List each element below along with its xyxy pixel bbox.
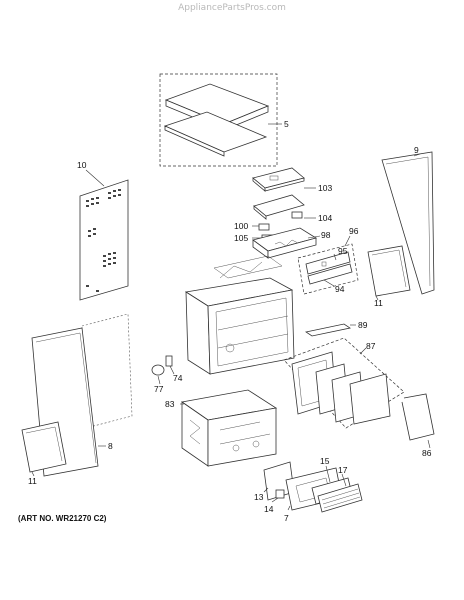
callout-15: 15 [320, 456, 330, 466]
part-87-door-assembly[interactable] [283, 337, 405, 429]
callout-17: 17 [338, 465, 348, 475]
callout-14: 14 [264, 504, 274, 514]
callout-95: 95 [338, 246, 348, 256]
part-74-clip[interactable] [165, 355, 175, 375]
callout-104: 104 [318, 213, 332, 223]
part-14-switch[interactable] [271, 489, 285, 503]
art-number: (ART NO. WR21270 C2) [18, 514, 107, 523]
callout-9: 9 [414, 145, 419, 155]
part-17-grille[interactable] [317, 473, 363, 513]
callout-11-lower: 11 [28, 476, 37, 486]
callout-96: 96 [349, 226, 359, 236]
callout-83: 83 [165, 399, 175, 409]
callout-13: 13 [254, 492, 264, 502]
callout-103: 103 [318, 183, 332, 193]
callout-74: 74 [173, 373, 183, 383]
part-98-harness-bracket[interactable] [252, 227, 321, 259]
callout-86: 86 [422, 448, 432, 458]
part-11-side-insulation-left[interactable] [21, 421, 67, 477]
part-95-vent-louver[interactable] [333, 253, 337, 261]
part-89-door-trim[interactable] [304, 323, 356, 337]
part-10-rear-panel[interactable] [79, 169, 129, 301]
callout-105: 105 [234, 233, 248, 243]
callout-98: 98 [321, 230, 331, 240]
callout-89: 89 [358, 320, 368, 330]
part-77-knob[interactable] [151, 364, 165, 385]
callout-8: 8 [108, 441, 113, 451]
watermark: AppliancePartsPros.com [178, 3, 286, 13]
part-83-base-frame[interactable] [180, 389, 278, 467]
part-86-door-gasket[interactable] [401, 393, 435, 449]
part-96-vent-assembly[interactable] [297, 235, 359, 295]
part-94-vent-cover[interactable] [323, 279, 335, 287]
callout-5: 5 [284, 119, 289, 129]
callout-7: 7 [284, 513, 289, 523]
callout-94: 94 [335, 284, 345, 294]
callout-100: 100 [234, 221, 248, 231]
oven-cabinet [184, 255, 295, 375]
callout-87: 87 [366, 341, 376, 351]
callout-77: 77 [154, 384, 164, 394]
part-100-connector[interactable] [252, 223, 270, 231]
part-104-relay-board[interactable] [253, 194, 316, 220]
part-9-right-side-panel[interactable] [381, 151, 435, 295]
part-103-control-board[interactable] [252, 167, 316, 192]
callout-10: 10 [77, 160, 87, 170]
part-11-side-insulation-right[interactable] [367, 245, 411, 301]
part-5-top-cover[interactable] [159, 73, 282, 167]
callout-11-upper: 11 [374, 298, 383, 308]
